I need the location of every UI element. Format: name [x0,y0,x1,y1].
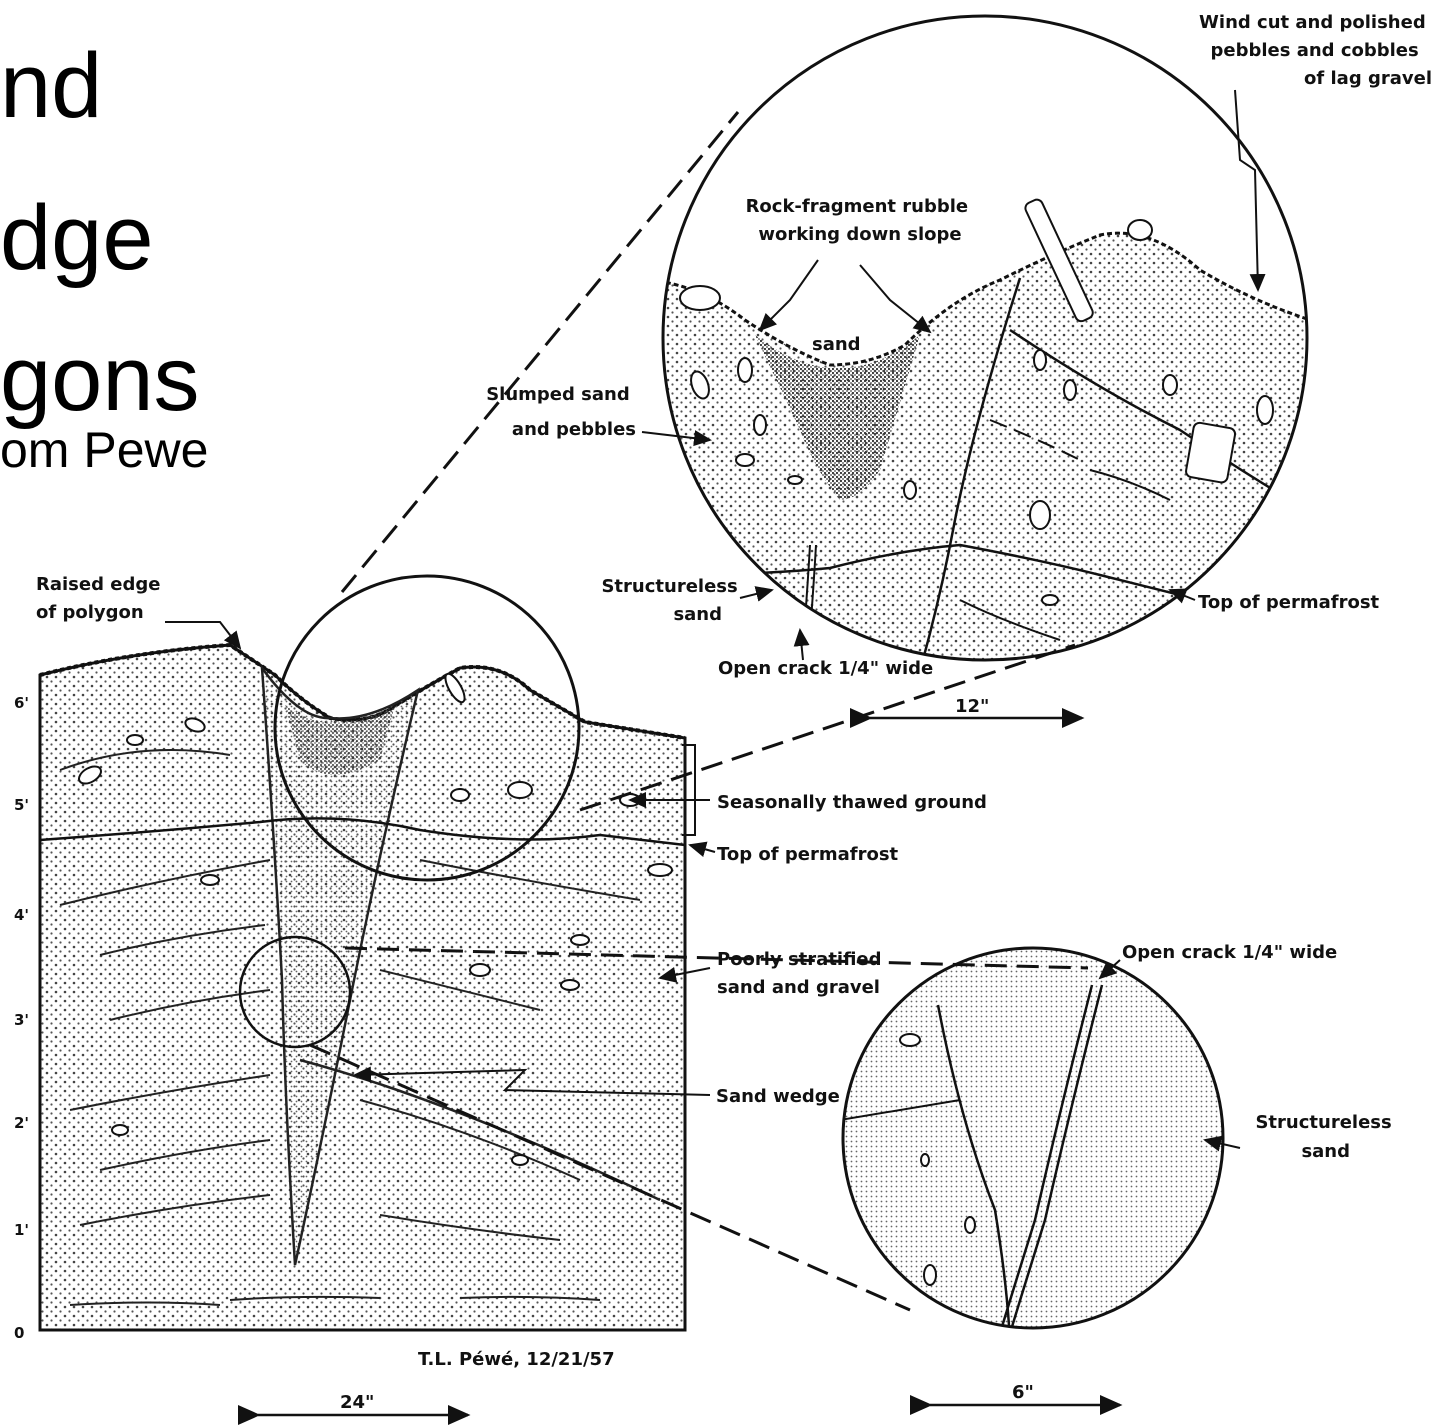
label-slumped: Slumped sand and pebbles [486,384,636,440]
label-structureless-upper: Structureless sand [601,576,744,625]
label-structureless-lower: Structureless sand [1255,1112,1398,1162]
label-top-permafrost-upper: Top of permafrost [1198,592,1380,613]
label-credit: T.L. Péwé, 12/21/57 [418,1349,615,1370]
label-seasonally-thawed: Seasonally thawed ground [717,792,987,813]
label-scale-6in: 6" [1012,1382,1034,1403]
lower-detail-circle [840,945,1230,1345]
depth-tick: 6' [14,694,29,712]
label-sand: sand [812,334,861,355]
label-top-permafrost-main: Top of permafrost [717,844,899,865]
depth-tick: 4' [14,906,29,924]
label-open-crack-upper: Open crack 1/4" wide [718,658,933,679]
label-raised-edge: Raised edge of polygon [36,574,167,623]
label-poorly-stratified: Poorly stratified sand and gravel [717,949,888,998]
depth-axis: 6' 5' 4' 3' 2' 1' 0 [14,694,29,1342]
depth-tick: 1' [14,1221,29,1239]
label-scale-24in: 24" [340,1392,374,1413]
depth-tick: 3' [14,1011,29,1029]
label-open-crack-lower: Open crack 1/4" wide [1122,942,1337,963]
main-cross-section: 6' 5' 4' 3' 2' 1' 0 [14,576,695,1342]
depth-tick: 2' [14,1114,29,1132]
label-scale-12in: 12" [955,696,989,717]
depth-tick: 0 [14,1324,24,1342]
label-wind-cut: Wind cut and polished pebbles and cobble… [1199,12,1432,89]
upper-detail-circle [650,16,1310,680]
label-rubble: Rock-fragment rubble working down slope [746,196,975,245]
depth-tick: 5' [14,796,29,814]
label-sand-wedge: Sand wedge [716,1086,840,1107]
